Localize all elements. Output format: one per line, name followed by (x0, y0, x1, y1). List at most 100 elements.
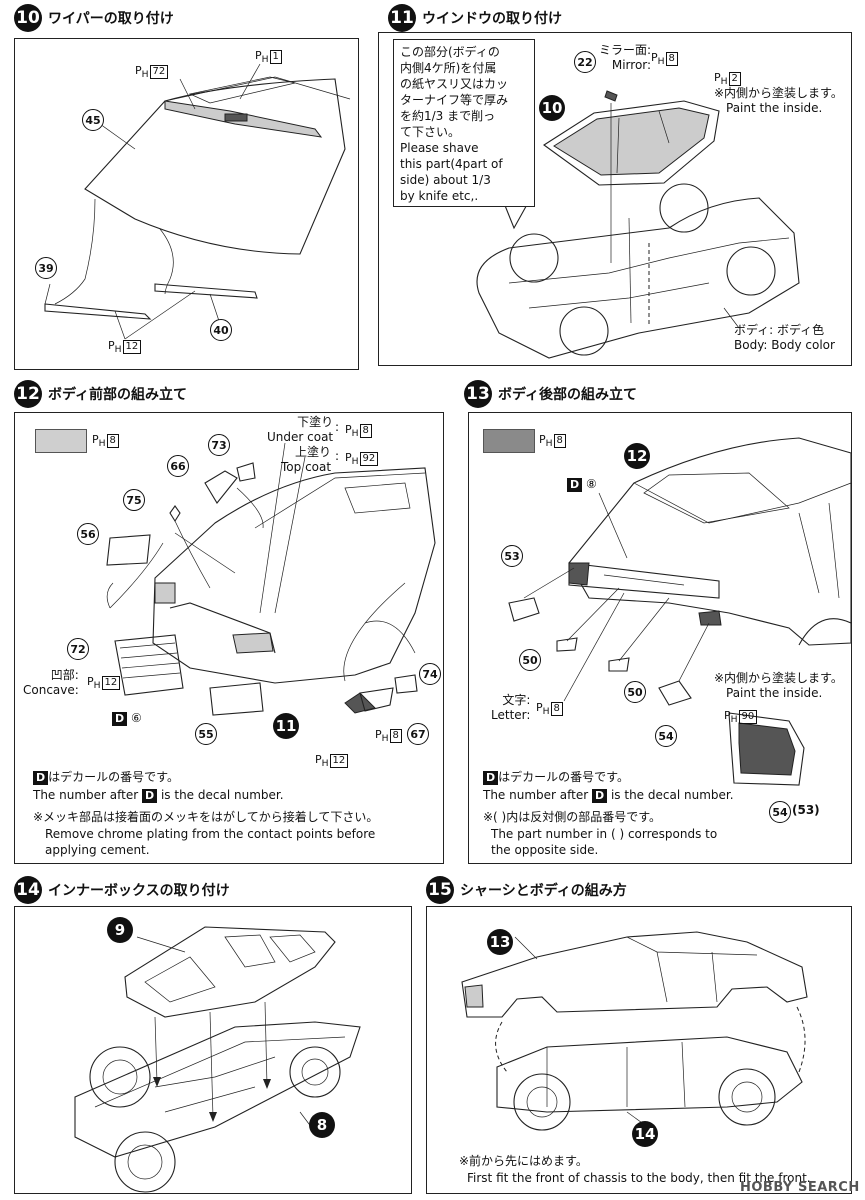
part-13-label: 13 (487, 929, 513, 955)
bubble-jp-line: 内側4ケ所)を付属 (400, 61, 497, 75)
colon-sep: : (335, 449, 340, 463)
bubble-en-line: by knife etc,. (400, 189, 479, 203)
paint-inside-note: ※内側から塗装します。 Paint the inside. (714, 86, 843, 115)
chrome-note-en-2: applying cement. (45, 843, 150, 857)
step-title: ウインドウの取り付け (422, 11, 562, 27)
shave-instruction-bubble: この部分(ボディの 内側4ケ所)を付属 の紙ヤスリ又はカッ ターナイフ等で厚み … (393, 39, 535, 207)
paint-swatch-ph8 (35, 429, 87, 453)
chrome-note-jp: ※メッキ部品は接着面のメッキをはがしてから接着して下さい。 (33, 810, 379, 824)
topcoat-label: 上塗り Top coat (281, 445, 332, 474)
step-title: シャーシとボディの組み方 (460, 883, 627, 899)
part-55-label: 55 (195, 723, 217, 745)
step-13-header: 13 ボディ後部の組み立て (464, 380, 637, 408)
step-title: ボディ後部の組み立て (498, 387, 638, 403)
part-8-label: 8 (309, 1112, 335, 1138)
decal-6-label: D ⑥ (112, 710, 142, 726)
body-color-note: ボディ: ボディ色 Body: Body color (734, 323, 835, 352)
step-number: 15 (426, 876, 454, 904)
colon-sep: : (335, 420, 340, 434)
paint-swatch-body (483, 429, 535, 453)
step-number: 12 (14, 380, 42, 408)
step-number: 13 (464, 380, 492, 408)
part-73-label: 73 (208, 434, 230, 456)
bubble-jp-line: この部分(ボディの (400, 45, 500, 59)
part-54-sub-label: 54 (769, 801, 791, 823)
part-50-label-left: 50 (519, 649, 541, 671)
step-title: ワイパーの取り付け (48, 11, 174, 27)
step-11-panel: この部分(ボディの 内側4ケ所)を付属 の紙ヤスリ又はカッ ターナイフ等で厚み … (378, 32, 852, 366)
chrome-note-en-1: Remove chrome plating from the contact p… (45, 827, 376, 841)
assembly-12-label: 12 (624, 443, 650, 469)
paren-note-en-2: the opposite side. (491, 843, 599, 857)
undercoat-label: 下塗り Under coat (267, 415, 334, 444)
windshield-wiper-drawing (44, 63, 351, 340)
part-53-label: 53 (501, 545, 523, 567)
decal-8-label: D ⑧ (567, 476, 597, 492)
rear-body-drawing (508, 437, 852, 786)
part-50-label-right: 50 (624, 681, 646, 703)
bubble-jp-line: て下さい。 (400, 125, 461, 139)
bubble-en-line: this part(4part of (400, 157, 503, 171)
part-9-label: 9 (107, 917, 133, 943)
step-14-panel: 9 8 (14, 906, 412, 1194)
body-window-drawing (476, 90, 800, 359)
step-number: 10 (14, 4, 42, 32)
letter-label: 文字: Letter: (491, 693, 531, 722)
step-number: 11 (388, 4, 416, 32)
step-15-header: 15 シャーシとボディの組み方 (426, 876, 627, 904)
paint-inside-note: ※内側から塗装します。 Paint the inside. (714, 671, 843, 700)
paren-note-jp: ※( )内は反対側の部品番号です。 (483, 810, 662, 824)
step-title: ボディ前部の組み立て (48, 387, 188, 403)
bubble-en-line: Please shave (400, 141, 479, 155)
step-11-header: 11 ウインドウの取り付け (388, 4, 562, 32)
part-22-label: 22 (574, 51, 596, 73)
part-39-label: 39 (35, 257, 57, 279)
part-72-label: 72 (67, 638, 89, 660)
step-title: インナーボックスの取り付け (48, 883, 230, 899)
part-45-label: 45 (82, 109, 104, 131)
bubble-jp-line: を約1/3 まで削っ (400, 109, 496, 123)
step-15-panel: 13 14 ※前から先にはめます。 First fit the front of… (426, 906, 852, 1194)
chassis-body-fit-drawing (461, 931, 808, 1131)
bubble-jp-line: ターナイフ等で厚み (400, 93, 509, 107)
part-54-label: 54 (655, 725, 677, 747)
part-40-label: 40 (210, 319, 232, 341)
decal-note-en: The number after D is the decal number. (483, 788, 734, 803)
part-14-label: 14 (632, 1121, 658, 1147)
step-number: 14 (14, 876, 42, 904)
part-74-label: 74 (419, 663, 441, 685)
watermark: HOBBY SEARCH (740, 1180, 860, 1195)
part-53-paren-label: (53) (792, 803, 820, 817)
step-10-header: 10 ワイパーの取り付け (14, 4, 174, 32)
concave-label: 凹部: Concave: (23, 668, 79, 697)
front-body-drawing (106, 442, 436, 716)
part-10-label: 10 (539, 95, 565, 121)
decal-note-en: The number after D is the decal number. (33, 788, 284, 803)
step-14-header: 14 インナーボックスの取り付け (14, 876, 230, 904)
part-66-label: 66 (167, 455, 189, 477)
part-75-label: 75 (123, 489, 145, 511)
part-67-label: 67 (407, 723, 429, 745)
fit-note-jp: ※前から先にはめます。 (459, 1154, 588, 1168)
bubble-en-line: side) about 1/3 (400, 173, 491, 187)
assembly-11-label: 11 (273, 713, 299, 739)
fit-note-en: First fit the front of chassis to the bo… (467, 1171, 811, 1185)
